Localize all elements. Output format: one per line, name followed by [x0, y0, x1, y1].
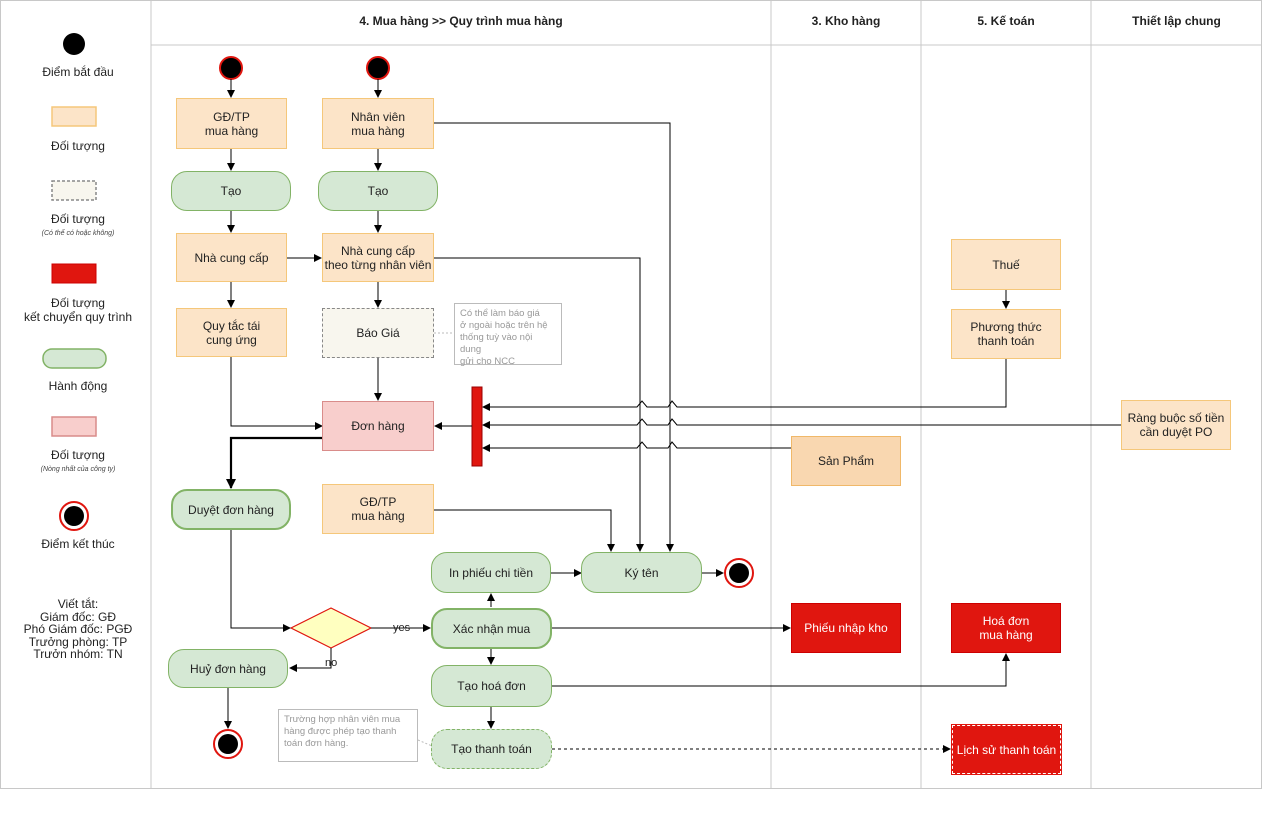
lane-title-purchase: 4. Mua hàng >> Quy trình mua hàng [359, 14, 563, 28]
node-supplier[interactable]: Nhà cung cấp [176, 233, 287, 282]
legend-abbreviations: Viết tắt: Giám đốc: GĐ Phó Giám đốc: PGĐ… [23, 597, 133, 661]
node-po-approval-limit[interactable]: Ràng buộc số tiền cần duyệt PO [1121, 400, 1231, 450]
node-quotation[interactable]: Báo Giá [322, 308, 434, 358]
legend-action-symbol [42, 348, 107, 369]
join-bar [471, 386, 483, 467]
lane-title-settings: Thiết lập chung [1132, 14, 1221, 28]
legend-core-symbol [51, 416, 97, 437]
node-gd-tp-purchase[interactable]: GĐ/TP mua hàng [176, 98, 287, 149]
node-create-1[interactable]: Tạo [171, 171, 291, 211]
legend-optional-symbol [51, 180, 97, 201]
node-create-payment[interactable]: Tạo thanh toán [431, 729, 552, 769]
node-reorder-rule[interactable]: Quy tắc tái cung ứng [176, 308, 287, 357]
legend-start-label: Điểm bắt đầu [42, 65, 114, 79]
node-sign[interactable]: Ký tên [581, 552, 702, 593]
node-payment-history[interactable]: Lịch sử thanh toán [951, 724, 1062, 775]
start-node-1 [219, 56, 243, 80]
node-create-invoice[interactable]: Tạo hoá đơn [431, 665, 552, 707]
edge-label-yes: yes [393, 622, 411, 634]
start-node-2 [366, 56, 390, 80]
legend-object-symbol [51, 106, 97, 127]
node-gd-tp-approver[interactable]: GĐ/TP mua hàng [322, 484, 434, 534]
node-supplier-per-staff[interactable]: Nhà cung cấp theo từng nhân viên [322, 233, 434, 282]
decision-diamond [289, 607, 373, 649]
legend-transfer-label: Đối tượng kết chuyển quy trình [23, 296, 133, 324]
node-cancel-order[interactable]: Huỷ đơn hàng [168, 649, 288, 688]
node-goods-receipt[interactable]: Phiếu nhập kho [791, 603, 901, 653]
lane-title-warehouse: 3. Kho hàng [811, 14, 881, 28]
legend-start-symbol [63, 33, 85, 55]
lane-title-accounting: 5. Kế toán [977, 14, 1035, 28]
node-print-payment-slip[interactable]: In phiếu chi tiền [431, 552, 551, 593]
node-confirm-purchase[interactable]: Xác nhận mua [431, 608, 552, 649]
connectors [224, 79, 1121, 753]
node-order[interactable]: Đơn hàng [322, 401, 434, 451]
legend-core-label: Đối tượng [51, 448, 105, 462]
legend-optional-label: Đối tượng [51, 212, 105, 226]
legend-core-note: (Nòng nhất của công ty) [40, 466, 116, 473]
note-quotation: Có thể làm báo giá ở ngoài hoặc trên hệ … [454, 303, 562, 367]
node-tax[interactable]: Thuế [951, 239, 1061, 290]
legend-action-label: Hành động [48, 379, 108, 393]
node-payment-method[interactable]: Phương thức thanh toán [951, 309, 1061, 359]
legend-end-label: Điểm kết thúc [41, 537, 115, 551]
legend-object-label: Đối tượng [51, 139, 105, 153]
edge-label-no: no [325, 657, 338, 669]
legend-optional-note: (Có thể có hoặc không) [41, 230, 115, 237]
node-approve-order[interactable]: Duyệt đơn hàng [171, 489, 291, 530]
node-product[interactable]: Sản Phẩm [791, 436, 901, 486]
note-payment: Trường hợp nhân viên mua hàng được phép … [278, 709, 418, 762]
legend-transfer-symbol [51, 263, 97, 284]
node-create-2[interactable]: Tạo [318, 171, 438, 211]
node-purchase-invoice[interactable]: Hoá đơn mua hàng [951, 603, 1061, 653]
node-purchase-staff[interactable]: Nhân viên mua hàng [322, 98, 434, 149]
